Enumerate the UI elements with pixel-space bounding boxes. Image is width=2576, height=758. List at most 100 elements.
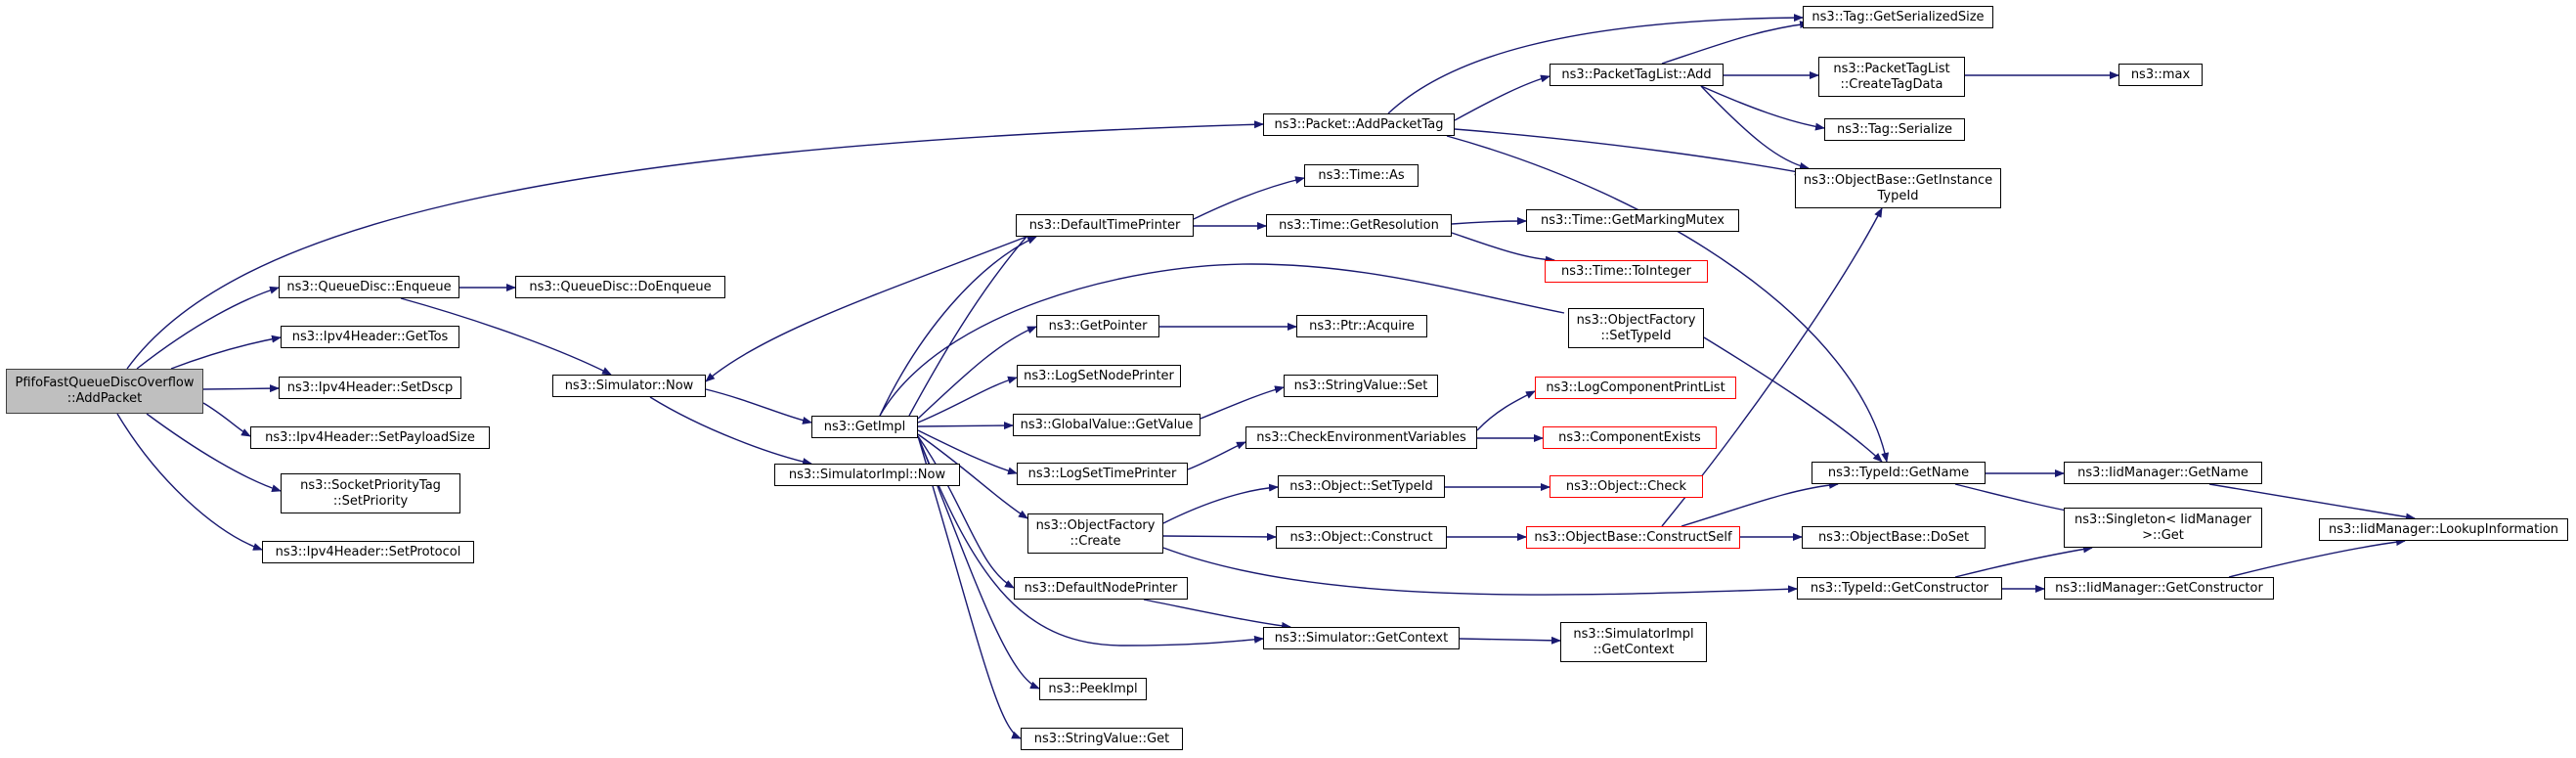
- node-socketprioritytag-setpriority-line-1: ns3::SocketPriorityTag: [300, 477, 441, 493]
- node-objectbase-constructself[interactable]: ns3::ObjectBase::ConstructSelf: [1526, 526, 1740, 549]
- node-stringvalue-get[interactable]: ns3::StringValue::Get: [1021, 728, 1183, 750]
- edge-packet-addpackettag-to-packettaglist-add: [1454, 74, 1550, 121]
- node-stringvalue-set[interactable]: ns3::StringValue::Set: [1284, 375, 1438, 397]
- node-ipv4-gettos[interactable]: ns3::Ipv4Header::GetTos: [281, 326, 459, 348]
- node-packettaglist-createtagdata[interactable]: ns3::PacketTagList ::CreateTagData: [1818, 57, 1965, 97]
- node-singleton-get[interactable]: ns3::Singleton< IidManager >::Get: [2064, 508, 2262, 548]
- node-simulatorimpl-getcontext-line-2: ::GetContext: [1593, 642, 1675, 657]
- edge-iidmanager-getconstructor-to-iidmanager-lookupinformation: [2228, 538, 2406, 578]
- node-logsettimeprinter[interactable]: ns3::LogSetTimePrinter: [1017, 463, 1188, 485]
- node-queuedisc-enqueue[interactable]: ns3::QueueDisc::Enqueue: [279, 276, 459, 298]
- node-componentexists[interactable]: ns3::ComponentExists: [1543, 426, 1717, 449]
- node-ipv4-setprotocol[interactable]: ns3::Ipv4Header::SetProtocol: [262, 541, 474, 563]
- node-logsetnodeprinter[interactable]: ns3::LogSetNodePrinter: [1017, 365, 1181, 387]
- edge-getimpl-to-objectfactory-create: [917, 433, 1028, 519]
- edge-time-getresolution-to-time-getmarkingmutex: [1451, 217, 1527, 226]
- node-objectfactory-create[interactable]: ns3::ObjectFactory ::Create: [1027, 513, 1163, 554]
- node-ptr-acquire[interactable]: ns3::Ptr::Acquire: [1296, 315, 1427, 337]
- node-packettaglist-add[interactable]: ns3::PacketTagList::Add: [1550, 64, 1724, 86]
- node-logsettimeprinter-label: ns3::LogSetTimePrinter: [1027, 466, 1177, 481]
- node-iidmanager-lookupinformation[interactable]: ns3::IidManager::LookupInformation: [2319, 518, 2568, 541]
- node-defaulttimeprinter[interactable]: ns3::DefaultTimePrinter: [1016, 214, 1194, 237]
- edge-getimpl-to-getpointer: [917, 326, 1037, 420]
- edge-root-to-ipv4-gettos: [170, 334, 282, 370]
- node-ipv4-setpayloadsize[interactable]: ns3::Ipv4Header::SetPayloadSize: [250, 426, 490, 449]
- edge-defaultnodeprinter-to-simulator-getcontext: [1143, 599, 1291, 630]
- edge-typeid-getname-to-singleton-get: [1954, 483, 2078, 515]
- node-typeid-getconstructor-label: ns3::TypeId::GetConstructor: [1810, 580, 1989, 596]
- node-objectbase-doset[interactable]: ns3::ObjectBase::DoSet: [1802, 526, 1986, 549]
- node-typeid-getconstructor[interactable]: ns3::TypeId::GetConstructor: [1797, 577, 2002, 600]
- node-peekimpl[interactable]: ns3::PeekImpl: [1039, 678, 1147, 700]
- edge-simulator-now-to-getimpl: [705, 388, 812, 424]
- node-object-check[interactable]: ns3::Object::Check: [1550, 475, 1703, 498]
- edge-objectfactory-create-to-object-settypeid: [1162, 483, 1279, 524]
- node-packet-addpackettag-label: ns3::Packet::AddPacketTag: [1274, 116, 1444, 132]
- node-object-settypeid-label: ns3::Object::SetTypeId: [1289, 478, 1433, 494]
- node-socketprioritytag-setpriority[interactable]: ns3::SocketPriorityTag ::SetPriority: [281, 473, 460, 513]
- node-globalvalue-getvalue[interactable]: ns3::GlobalValue::GetValue: [1013, 414, 1201, 436]
- node-typeid-getname[interactable]: ns3::TypeId::GetName: [1812, 462, 1986, 484]
- node-ipv4-setpayloadsize-label: ns3::Ipv4Header::SetPayloadSize: [265, 429, 475, 445]
- node-singleton-get-line-1: ns3::Singleton< IidManager: [2074, 512, 2251, 527]
- node-stringvalue-set-label: ns3::StringValue::Set: [1293, 378, 1428, 393]
- edge-root-to-queuedisc-enqueue: [136, 286, 280, 370]
- node-defaultnodeprinter[interactable]: ns3::DefaultNodePrinter: [1014, 577, 1188, 600]
- node-logsetnodeprinter-label: ns3::LogSetNodePrinter: [1024, 368, 1174, 383]
- edge-root-to-ipv4-setprotocol: [116, 413, 263, 551]
- node-packet-addpackettag[interactable]: ns3::Packet::AddPacketTag: [1263, 113, 1455, 136]
- node-singleton-get-line-2: >::Get: [2142, 527, 2184, 543]
- node-getimpl[interactable]: ns3::GetImpl: [811, 416, 918, 438]
- node-getpointer[interactable]: ns3::GetPointer: [1036, 315, 1159, 337]
- node-simulatorimpl-getcontext-line-1: ns3::SimulatorImpl: [1573, 626, 1694, 642]
- node-objectbase-getinstancetypeid-line-2: TypeId: [1877, 188, 1919, 203]
- node-simulator-now-label: ns3::Simulator::Now: [564, 378, 694, 393]
- node-tag-serialize[interactable]: ns3::Tag::Serialize: [1824, 118, 1965, 141]
- node-queuedisc-doenqueue[interactable]: ns3::QueueDisc::DoEnqueue: [515, 276, 725, 298]
- node-ipv4-setprotocol-label: ns3::Ipv4Header::SetProtocol: [275, 544, 461, 559]
- node-objectfactory-create-line-1: ns3::ObjectFactory: [1035, 517, 1156, 533]
- node-logcomponentprintlist-label: ns3::LogComponentPrintList: [1546, 379, 1725, 395]
- node-objectfactory-settypeid[interactable]: ns3::ObjectFactory ::SetTypeId: [1568, 308, 1704, 348]
- node-simulator-now[interactable]: ns3::Simulator::Now: [552, 375, 706, 397]
- node-objectbase-doset-label: ns3::ObjectBase::DoSet: [1817, 529, 1970, 545]
- node-time-getresolution[interactable]: ns3::Time::GetResolution: [1266, 214, 1452, 237]
- node-queuedisc-enqueue-label: ns3::QueueDisc::Enqueue: [286, 279, 452, 294]
- node-globalvalue-getvalue-label: ns3::GlobalValue::GetValue: [1020, 417, 1194, 432]
- node-logcomponentprintlist[interactable]: ns3::LogComponentPrintList: [1535, 377, 1736, 399]
- node-ipv4-setdscp[interactable]: ns3::Ipv4Header::SetDscp: [279, 377, 461, 399]
- node-simulator-getcontext[interactable]: ns3::Simulator::GetContext: [1263, 627, 1460, 649]
- edge-root-to-ipv4-setdscp: [202, 384, 280, 393]
- edge-objectfactory-settypeid-to-typeid-getname: [1703, 336, 1883, 463]
- node-object-settypeid[interactable]: ns3::Object::SetTypeId: [1278, 475, 1445, 498]
- edge-root-to-ipv4-setpayloadsize: [202, 402, 251, 437]
- node-ptr-acquire-label: ns3::Ptr::Acquire: [1309, 318, 1415, 334]
- node-packettaglist-createtagdata-line-2: ::CreateTagData: [1840, 76, 1943, 92]
- node-root[interactable]: PfifoFastQueueDiscOverflow ::AddPacket: [6, 369, 203, 414]
- node-peekimpl-label: ns3::PeekImpl: [1048, 681, 1138, 696]
- edge-objectfactory-create-to-typeid-getconstructor: [1162, 547, 1798, 596]
- edge-root-to-socketprioritytag-setpriority: [146, 413, 282, 493]
- node-defaultnodeprinter-label: ns3::DefaultNodePrinter: [1024, 580, 1178, 596]
- node-objectfactory-settypeid-line-1: ns3::ObjectFactory: [1576, 312, 1696, 328]
- node-tag-serialize-label: ns3::Tag::Serialize: [1836, 121, 1953, 137]
- node-root-line-2: ::AddPacket: [66, 391, 143, 406]
- node-time-tointeger[interactable]: ns3::Time::ToInteger: [1545, 260, 1708, 283]
- node-checkenvironmentvariables[interactable]: ns3::CheckEnvironmentVariables: [1245, 426, 1477, 449]
- edge-getimpl-to-stringvalue-get: [917, 435, 1022, 739]
- node-time-getmarkingmutex[interactable]: ns3::Time::GetMarkingMutex: [1526, 209, 1739, 232]
- node-time-as[interactable]: ns3::Time::As: [1304, 164, 1419, 187]
- node-iidmanager-getconstructor[interactable]: ns3::IidManager::GetConstructor: [2044, 577, 2274, 600]
- edge-packettaglist-add-to-objectbase-getinstancetypeid: [1700, 85, 1810, 170]
- node-iidmanager-getname[interactable]: ns3::IidManager::GetName: [2064, 462, 2262, 484]
- node-objectbase-getinstancetypeid[interactable]: ns3::ObjectBase::GetInstance TypeId: [1795, 168, 2001, 208]
- node-object-construct[interactable]: ns3::Object::Construct: [1276, 526, 1447, 549]
- node-simulatorimpl-now-label: ns3::SimulatorImpl::Now: [788, 467, 946, 482]
- edge-simulator-now-to-simulatorimpl-now: [649, 396, 812, 466]
- node-simulatorimpl-now[interactable]: ns3::SimulatorImpl::Now: [774, 464, 960, 486]
- node-tag-getserializedsize[interactable]: ns3::Tag::GetSerializedSize: [1803, 6, 1993, 28]
- node-simulatorimpl-getcontext[interactable]: ns3::SimulatorImpl ::GetContext: [1560, 622, 1707, 662]
- node-max[interactable]: ns3::max: [2118, 64, 2203, 86]
- edge-getimpl-to-logsetnodeprinter: [917, 376, 1018, 424]
